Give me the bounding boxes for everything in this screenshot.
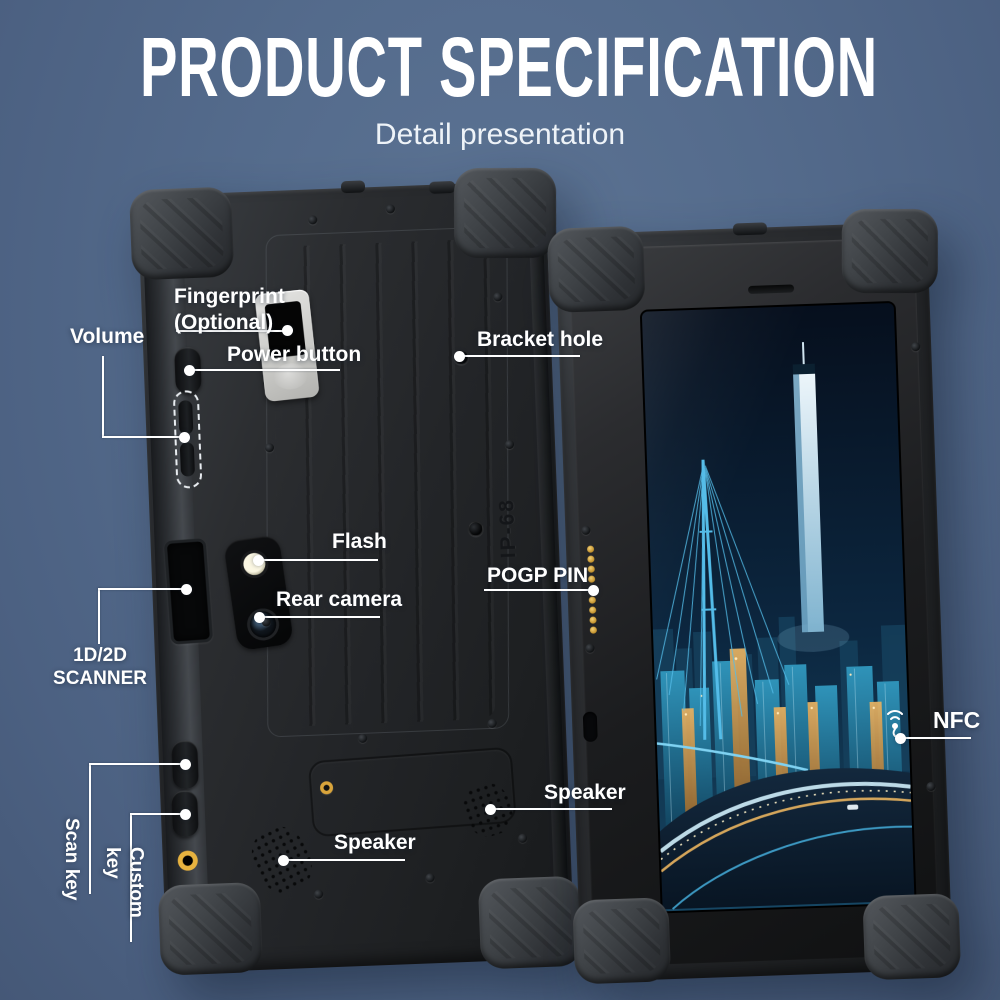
ip68-marking: IP-68 (495, 497, 521, 559)
callout-dot (253, 555, 264, 566)
nfc-icon (887, 710, 903, 737)
callout-line (176, 330, 287, 332)
side-port (582, 711, 598, 743)
callout-line (130, 813, 183, 815)
callout-dot (895, 733, 906, 744)
page-title: PRODUCT SPECIFICATION (140, 19, 878, 115)
callout-dot (184, 365, 195, 376)
screen (641, 302, 915, 912)
callout-volume-label: Volume (70, 325, 145, 348)
callout-dot (282, 325, 293, 336)
callout-line (461, 355, 580, 357)
corner-bumper (157, 881, 264, 976)
callout-fingerprint-label: Fingerprint (Optional) (174, 285, 285, 334)
volume-down-key (179, 442, 196, 477)
corner-bumper (841, 209, 938, 294)
top-edge-button (340, 180, 366, 194)
callout-bracket-hole-label: Bracket hole (477, 328, 604, 351)
callout-line (98, 588, 100, 644)
callout-line (284, 859, 405, 861)
corner-bumper (572, 897, 672, 985)
callout-speaker-front-label: Speaker (544, 781, 626, 804)
callout-dot (181, 584, 192, 595)
callout-dot (180, 759, 191, 770)
callout-dot (485, 804, 496, 815)
callout-scanner-label: 1D/2D SCANNER (53, 645, 147, 690)
callout-rear-camera-label: Rear camera (276, 588, 403, 611)
callout-line (89, 763, 183, 765)
callout-dot (588, 585, 599, 596)
callout-line (89, 764, 91, 894)
callout-custom-key-label: Custom key (102, 847, 147, 918)
callout-line (491, 808, 612, 810)
callout-line (102, 436, 184, 438)
callout-dot (278, 855, 289, 866)
callout-dot (454, 351, 465, 362)
volume-up-key (178, 400, 194, 435)
callout-scan-key-label: Scan key (61, 818, 83, 901)
top-edge-button (732, 222, 768, 236)
corner-bumper (862, 893, 962, 981)
callout-line (191, 369, 340, 371)
corner-bumper (128, 186, 235, 281)
callout-dot (254, 612, 265, 623)
callout-line (260, 616, 380, 618)
earpiece-speaker-slot (747, 284, 795, 295)
callout-speaker-back-label: Speaker (334, 831, 416, 854)
callout-pogo-pin-label: POGP PIN (487, 564, 589, 587)
page-subtitle: Detail presentation (374, 118, 626, 151)
callout-line (901, 737, 971, 739)
callout-flash-label: Flash (332, 530, 387, 553)
screen-cityscape (641, 302, 915, 912)
callout-dot (179, 432, 190, 443)
callout-line (130, 814, 132, 942)
corner-bumper (453, 167, 557, 259)
corner-bumper (546, 225, 646, 313)
callout-line (484, 589, 592, 591)
callout-line (259, 559, 378, 561)
callout-power-button-label: Power button (227, 343, 362, 366)
tablet-front-view (546, 209, 962, 985)
callout-line (98, 588, 184, 590)
callout-line (102, 356, 104, 438)
top-edge-button (428, 180, 456, 194)
callout-dot (180, 809, 191, 820)
callout-nfc-label: NFC (933, 707, 981, 733)
corner-bumper (477, 875, 584, 970)
